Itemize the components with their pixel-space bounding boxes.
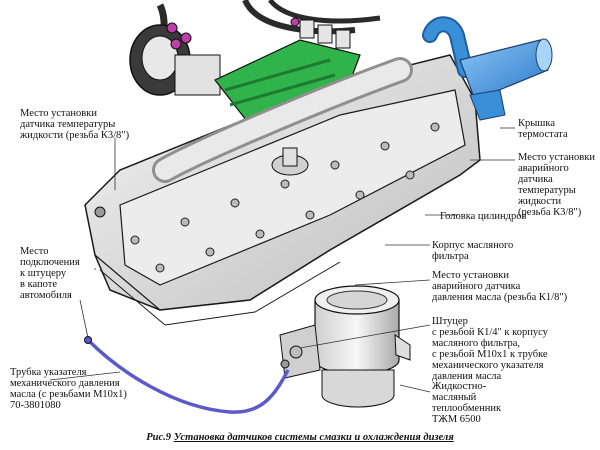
label-heat-exchanger: Жидкостно- масляный теплообменник ТЖМ 65… (432, 381, 502, 425)
label-oil-filter-housing: Корпус масляного фильтра (432, 240, 514, 262)
label-fitting-description: Штуцер с резьбой К1/4" к корпусу масляно… (432, 316, 548, 382)
label-pressure-gauge-tube: Трубка указателя механического давления … (10, 367, 127, 411)
leader-lines (49, 127, 515, 393)
engine-block (84, 54, 481, 326)
figure-caption-title: Установка датчиков системы смазки и охла… (173, 432, 454, 443)
label-hood-fitting-connection: Место подключения к штуцеру в капоте авт… (20, 246, 80, 301)
gauge-tube (86, 338, 290, 414)
injection-pump (214, 19, 361, 126)
figure-caption: Рис.9 Установка датчиков системы смазки … (0, 432, 600, 443)
figure-caption-prefix: Рис.9 (146, 432, 172, 443)
fuel-pump (129, 24, 221, 96)
oil-filter-assembly (279, 285, 411, 408)
label-emergency-coolant-sensor: Место установки аварийного датчика темпе… (518, 152, 595, 218)
fuel-fittings (166, 17, 300, 50)
label-emergency-oil-pressure-sensor: Место установки аварийного датчика давле… (432, 270, 568, 303)
label-cylinder-head: Головка цилиндров (440, 211, 527, 222)
thermostat-pipe (422, 16, 553, 121)
label-coolant-temp-sensor-place: Место установки датчика температуры жидк… (20, 108, 130, 141)
label-thermostat-cover: Крышка термостата (518, 118, 568, 140)
